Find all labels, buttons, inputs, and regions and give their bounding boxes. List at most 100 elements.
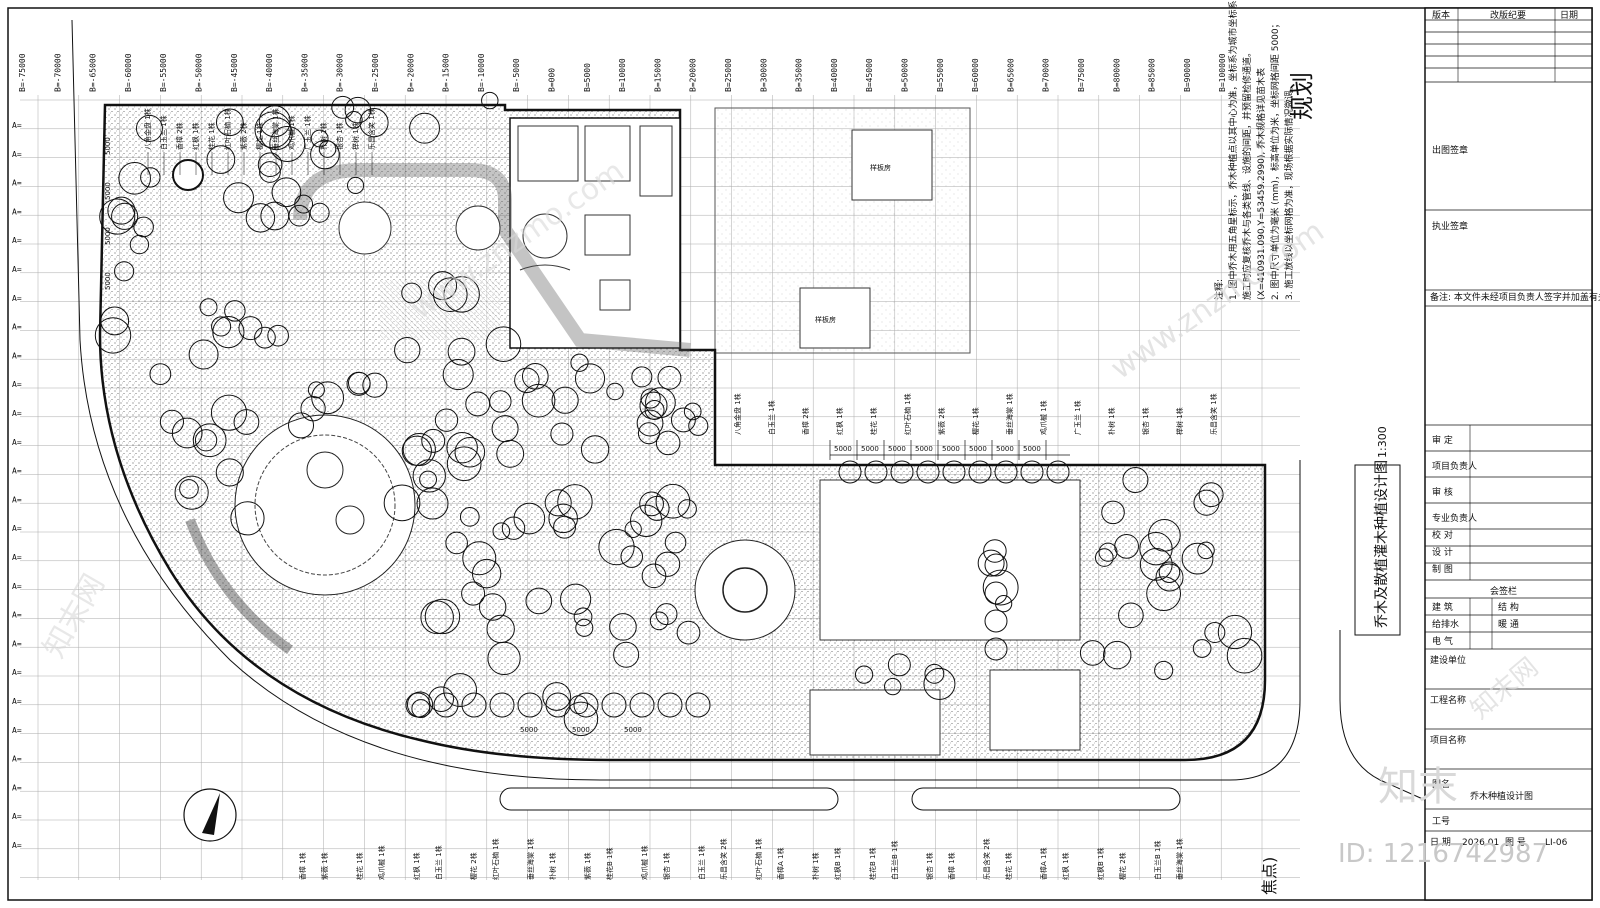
tree-canopy — [1046, 460, 1070, 484]
tree-canopy — [171, 417, 203, 449]
grid-left-label: A= — [12, 294, 22, 303]
north-arrow — [183, 788, 237, 842]
tree-canopy — [99, 198, 136, 235]
tree-canopy — [491, 415, 519, 443]
tree-canopy — [446, 431, 478, 464]
tree-canopy — [309, 202, 330, 223]
planter-band-sw — [185, 518, 293, 655]
pavement-south — [809, 689, 941, 756]
tree-canopy — [421, 428, 446, 453]
tree-canopy — [544, 489, 572, 517]
central-plaza-outer — [234, 414, 416, 596]
grid-left-label: A= — [12, 438, 22, 447]
tree-canopy — [984, 581, 1008, 605]
tree-canopy — [676, 620, 701, 645]
dimension-label: 5000 — [996, 445, 1014, 453]
plant-label: 紫薇 2株 — [239, 122, 248, 150]
tree-canopy — [983, 539, 1007, 563]
plant-label: 红叶石楠 1株 — [491, 838, 500, 880]
tree-canopy — [513, 502, 546, 535]
note-line: (X=410931.090,Y=53459.2990), 乔木规格详见苗木表 — [1255, 68, 1267, 300]
plant-label: 樱花 1株 — [971, 407, 980, 435]
grid-top-label: B=40000 — [830, 58, 839, 92]
grid-top-label: B=-70000 — [53, 53, 62, 92]
tree-canopy — [307, 381, 325, 399]
tree-canopy — [492, 522, 511, 541]
courtyard-walk — [989, 669, 1081, 751]
tree-canopy — [994, 460, 1018, 484]
riqi-label: 日 期 — [1430, 837, 1451, 848]
tree-canopy — [598, 528, 635, 566]
tuhao-value: LI-06 — [1545, 838, 1568, 848]
grid-left-label: A= — [12, 467, 22, 476]
grid-top-label: B=75000 — [1077, 58, 1086, 92]
tree-canopy — [1198, 482, 1224, 508]
plant-label: 桂花 1株 — [207, 122, 216, 150]
grid-top-label: B=-30000 — [336, 53, 345, 92]
huiqian-cell: 电 气 — [1432, 635, 1453, 647]
grid-top-label: B=50000 — [901, 58, 910, 92]
tree-canopy — [854, 665, 874, 684]
tree-canopy — [401, 282, 422, 304]
corner-mark: 规划 — [1288, 72, 1316, 120]
plant-label: 乐昌含笑 1株 — [367, 108, 376, 150]
plant-label: 香樟 2株 — [801, 407, 810, 435]
rev-header: 版本 — [1432, 9, 1450, 21]
tree-canopy — [1114, 533, 1139, 559]
dimension-label: 5000 — [942, 445, 960, 453]
plant-labels-bottom: 香樟 1株紫薇 1株桂花 1株鸡爪槭 1株红枫 1株白玉兰 1株樱花 2株红叶石… — [298, 838, 1184, 880]
tree-canopy — [685, 692, 711, 718]
tree-canopy — [424, 598, 461, 635]
grid-top-label: B=-15000 — [442, 53, 451, 92]
grid-top-label: B=60000 — [971, 58, 980, 92]
tree-canopy — [688, 415, 709, 436]
plant-label: 朴树 1株 — [1107, 407, 1116, 435]
grid-top-label: B=35000 — [795, 58, 804, 92]
clubhouse-building — [509, 117, 681, 349]
sign-row-label: 项目负责人 — [1432, 460, 1477, 472]
plant-label: 垂丝海棠 1株 — [526, 838, 535, 880]
tree-canopy — [420, 600, 454, 635]
plant-label: 紫薇 1株 — [320, 852, 329, 880]
plant-label: 鸡爪槭 1株 — [1039, 400, 1048, 435]
plant-label: 樱花 2株 — [469, 852, 478, 880]
plant-label: 广玉兰 1株 — [303, 115, 312, 150]
tree-canopy — [654, 551, 681, 577]
grid-top-label: B=10000 — [618, 58, 627, 92]
tree-canopy — [434, 408, 459, 432]
plant-label: 乐昌含笑 1株 — [1209, 393, 1218, 435]
tree-canopy — [402, 432, 436, 467]
grid-left-label: A= — [12, 697, 22, 706]
sign-row-label: 审 定 — [1432, 434, 1453, 446]
tree-canopy — [1118, 602, 1144, 629]
tree-canopy — [346, 371, 371, 396]
plant-label: 八角金盘 1株 — [733, 393, 742, 435]
tree-canopy — [192, 423, 227, 458]
plant-label: 鸡爪槭 1株 — [287, 115, 296, 150]
tree-canopy — [525, 587, 553, 615]
tree-canopy — [346, 176, 365, 195]
huiqian-cell: 暖 通 — [1498, 618, 1519, 630]
tree-canopy — [609, 613, 637, 641]
jianshe-label: 建设单位 — [1430, 654, 1466, 666]
note-line: 3. 施工放线以坐标网格为准，现场根据实际情况微调。 — [1283, 82, 1295, 300]
plant-label: 红枫 1株 — [191, 122, 200, 150]
grid-top-label: B=5000 — [583, 63, 592, 92]
tree-canopy — [1154, 660, 1174, 681]
rev-header: 日期 — [1560, 10, 1578, 21]
plant-label: 香樟 1株 — [298, 852, 307, 880]
tree-canopy — [501, 516, 526, 540]
tree-canopy — [624, 520, 642, 538]
plant-label: 白玉兰B 1株 — [890, 841, 899, 880]
chutu-label: 出图签章 — [1432, 144, 1468, 156]
tree-canopy — [223, 182, 255, 214]
tree-canopy — [984, 609, 1008, 633]
note-line: 2. 图中尺寸单位为毫米 (mm)，标高单位为米，坐标网格间距 5000； — [1269, 19, 1281, 300]
tree-canopy — [1020, 460, 1044, 484]
tree-canopy — [194, 429, 218, 452]
grid-left-label: A= — [12, 495, 22, 504]
dimension-label: 5000 — [888, 445, 906, 453]
dimension-label-left: 5000 — [104, 272, 112, 290]
